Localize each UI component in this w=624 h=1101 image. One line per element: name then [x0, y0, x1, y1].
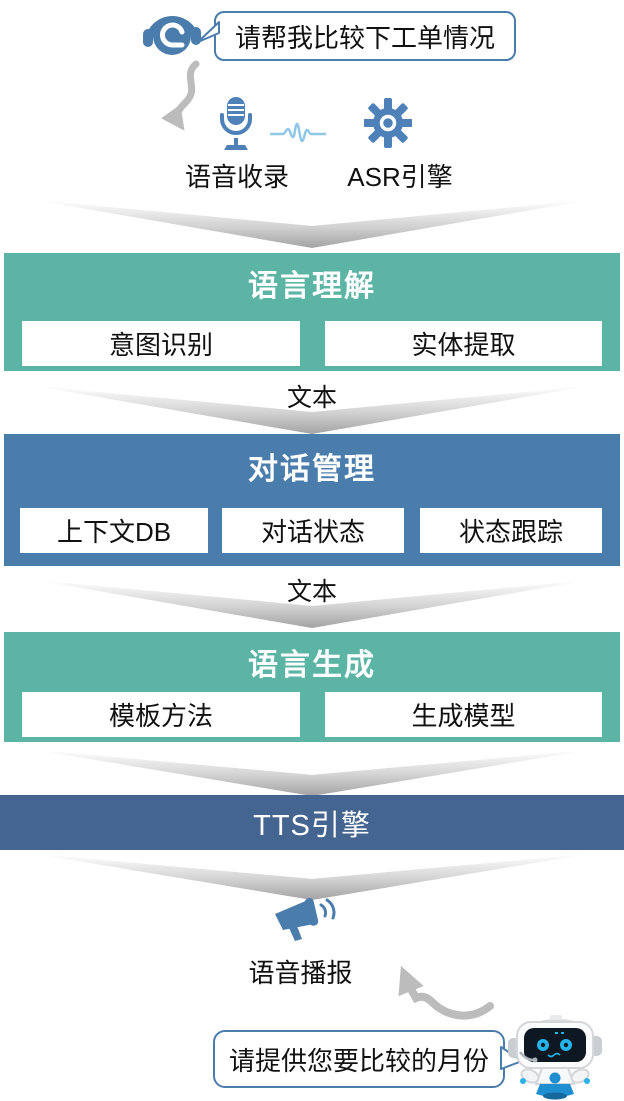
- tts-title: TTS引擎: [253, 809, 371, 842]
- asr-engine-label: ASR引擎: [347, 162, 453, 192]
- dm-item-state-tracking: 状态跟踪: [420, 508, 602, 553]
- user-speech-bubble: 请帮我比较下工单情况: [197, 11, 516, 61]
- audio-waveform-icon: [270, 122, 326, 143]
- nlg-item-template: 模板方法: [22, 692, 300, 737]
- nlg-band: 语言生成 模板方法 生成模型: [4, 632, 620, 742]
- voice-broadcast-label: 语音播报: [248, 958, 353, 988]
- down-chevron-icon: [35, 580, 589, 628]
- nlu-title: 语言理解: [248, 270, 376, 303]
- nlg-title: 语言生成: [248, 649, 376, 682]
- down-chevron-icon: [35, 386, 589, 434]
- nlu-item-entity: 实体提取: [325, 321, 602, 366]
- nlu-item-intent: 意图识别: [22, 321, 300, 366]
- down-chevron-icon: [35, 853, 589, 900]
- bubble-tail-left: [197, 21, 220, 43]
- dm-title: 对话管理: [248, 453, 376, 486]
- asr-gear-icon: [364, 98, 412, 148]
- chevron-connector-2: 文本: [0, 378, 624, 434]
- down-chevron-icon: [35, 749, 589, 796]
- chevron-connector-4: [0, 748, 624, 796]
- headset-agent-icon: [143, 16, 201, 55]
- dialog-management-band: 对话管理 上下文DB 对话状态 状态跟踪: [4, 434, 620, 566]
- bot-speech-bubble: 请提供您要比较的月份: [213, 1030, 523, 1088]
- voice-capture-label: 语音收录: [184, 162, 289, 192]
- robot-assistant-icon: [508, 1015, 602, 1100]
- tts-engine-band: TTS引擎: [0, 795, 624, 850]
- chevron-connector-1: [0, 196, 624, 248]
- bot-utterance-text: 请提供您要比较的月份: [228, 1045, 489, 1076]
- text-flow-label: 文本: [286, 578, 337, 606]
- nlu-band: 语言理解 意图识别 实体提取: [4, 253, 620, 371]
- nlg-item-generative: 生成模型: [325, 692, 602, 737]
- user-utterance-text: 请帮我比较下工单情况: [234, 22, 495, 53]
- chevron-connector-5: [0, 852, 624, 900]
- dm-item-context-db: 上下文DB: [20, 508, 208, 553]
- chevron-connector-3: 文本: [0, 572, 624, 628]
- dm-item-dialog-state: 对话状态: [222, 508, 404, 553]
- down-chevron-icon: [35, 200, 589, 248]
- text-flow-label: 文本: [286, 384, 337, 412]
- robot-to-broadcast-arrow: [398, 965, 494, 1020]
- microphone-icon: [220, 97, 252, 150]
- user-to-mic-squiggle-arrow: [161, 60, 200, 131]
- megaphone-icon: [275, 898, 336, 941]
